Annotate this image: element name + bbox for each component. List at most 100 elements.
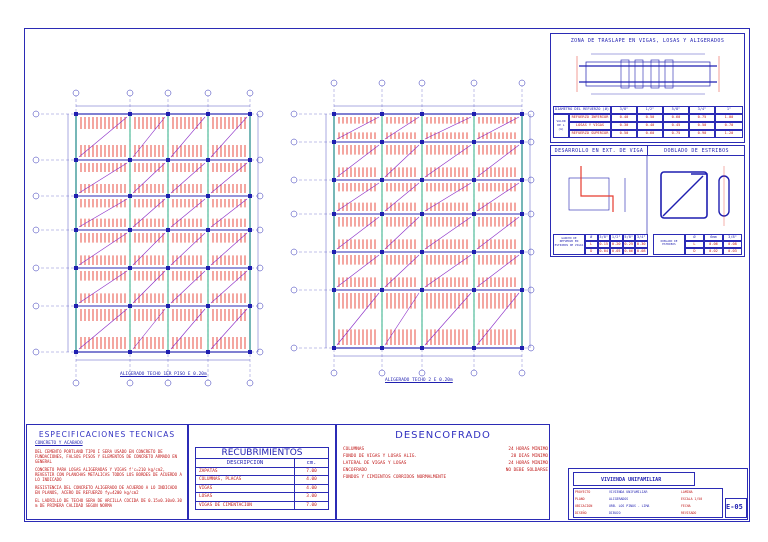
empalme-cell: 0.40 [637,122,663,130]
axis-bubble [290,176,298,184]
column [248,350,252,354]
column [248,266,252,270]
desencofrado-element: FONDO DE VIGAS Y LOSAS ALIG. [343,454,418,459]
slab-diagonal [132,232,166,266]
column [206,228,210,232]
empalme-header-cell: 3/4" [689,106,715,114]
axis-bubble [164,89,172,97]
column [380,346,384,350]
slab-diagonal [78,270,128,304]
column [520,250,524,254]
empalme-cell: 0.60 [637,130,663,138]
title-block-cell: DISEÑO [575,511,587,515]
axis-bubble [518,369,526,377]
column [472,346,476,350]
column [248,158,252,162]
slab-diagonal [170,270,206,304]
ganchos-right-header-cell: 3/8" [723,234,742,241]
ganchos-right-label: DOBLADO DE ESTRIBOS [653,234,685,255]
title-block-cell: VIVIENDA UNIFAMILIAR [609,490,648,494]
axis-bubble [32,192,40,200]
column [472,178,476,182]
column [332,212,336,216]
ganchos-right-cell: 0.03 [723,248,742,255]
axis-bubble [72,379,80,387]
column [380,250,384,254]
ganchos-right-cell: L [685,241,704,248]
sheet-frame [24,28,750,522]
title-block-cell: PLANO [575,497,585,501]
empalme-panel: ZONA DE TRASLAPE EN VIGAS, LOSAS Y ALIGE… [550,33,745,143]
column [206,112,210,116]
recubrimientos-value: 4.00 [294,475,329,485]
title-block-cell: UBICACION [575,504,593,508]
ganchos-right-header-cell: 6mm [704,234,723,241]
ganchos-panel: DESARROLLO EN EXT. DE VIGA DOBLADO DE ES… [550,145,745,257]
plan-left-caption: ALIGERADO TECHO 1ER PISO E 0.20m [120,372,207,377]
slab-diagonal [170,162,206,194]
ganchos-left-header-cell: 3/8" [597,234,610,241]
slab-diagonal [170,116,206,158]
title-block-cell: REVISADO [681,511,697,515]
slab-diagonal [424,144,472,178]
title-block-cell: ALIGERADOS [609,497,629,501]
column [166,304,170,308]
column [128,304,132,308]
empalme-cell: 0.70 [715,122,743,130]
column [166,228,170,232]
slab-diagonal [476,144,520,178]
axis-bubble [204,89,212,97]
ganchos-right-title: DOBLADO DE ESTRIBOS [664,148,729,154]
axis-bubble [378,79,386,87]
slab-diagonal [424,216,472,250]
column [74,304,78,308]
column [332,140,336,144]
axis-bubble [527,176,535,184]
ganchos-right-header: DOBLADO DE ESTRIBOS [648,146,745,156]
column [520,346,524,350]
desencofrado-element: ENCOFRADO [343,468,367,473]
column [248,112,252,116]
slab-diagonal [78,116,128,158]
axis-bubble [126,379,134,387]
axis-bubble [32,226,40,234]
column [420,112,424,116]
empalme-cell: 0.90 [689,130,715,138]
empalme-header-cell: 1" [715,106,743,114]
ganchos-left-header: DESARROLLO EN EXT. DE VIGA [551,146,648,156]
empalme-cell: 0.30 [611,122,637,130]
axis-bubble [290,138,298,146]
recubrimientos-value: 4.00 [294,483,329,493]
recubrimientos-description: COLUMNAS, PLACAS [195,475,295,485]
empalme-cell: 0.75 [663,130,689,138]
title-block-cell: URB. LOS PINOS - LIMA [609,504,650,508]
column [332,288,336,292]
title-block-cell: FECHA [681,504,691,508]
axis-bubble [527,138,535,146]
recubrimientos-value: 7.00 [294,466,329,476]
column [332,178,336,182]
axis-bubble [527,110,535,118]
slab-diagonal [210,308,248,350]
axis-bubble [246,89,254,97]
especificaciones-panel: ESPECIFICACIONES TECNICAS CONCRETO Y ACA… [26,424,188,520]
desencofrado-element: LATERAL DE VIGAS Y LOSAS [343,461,407,466]
column [74,112,78,116]
column [74,194,78,198]
column [128,228,132,232]
ganchos-right-cell: 0.06 [704,241,723,248]
axis-bubble [290,110,298,118]
empalme-cell: REFUERZO INFERIOR [569,114,611,122]
slab-diagonal [476,292,520,346]
empalme-cell: 0.75 [689,114,715,122]
slab-outline [333,113,523,349]
plan-left [32,88,264,388]
slab-diagonal [210,270,248,304]
ganchos-left-cell: 0.08 [635,248,648,255]
empalme-cell: 1.00 [715,114,743,122]
column [206,158,210,162]
slab-diagonal [132,270,166,304]
